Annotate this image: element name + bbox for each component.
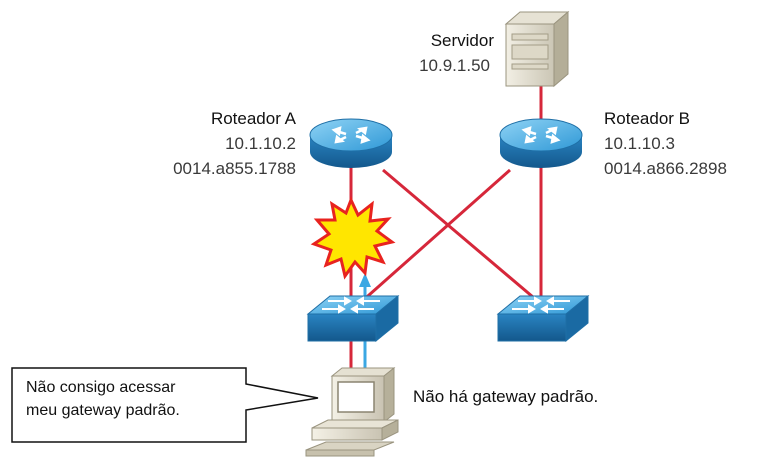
server-ip-label: 10.9.1.50	[419, 56, 490, 75]
links	[349, 82, 543, 378]
switch-b-icon	[496, 294, 590, 343]
router-b-icon	[499, 118, 583, 168]
speech-bubble-line-1: Não consigo acessar	[26, 379, 176, 396]
server-name-label: Servidor	[430, 31, 494, 50]
link-router-a-switch-b	[382, 168, 541, 305]
switch-a-icon	[306, 294, 400, 343]
speech-bubble-text: Não consigo acessar meu gateway padrão.	[26, 376, 236, 422]
router-b-mac-label: 0014.a866.2898	[604, 159, 727, 178]
pc-icon	[305, 366, 399, 457]
router-a-mac-label: 0014.a855.1788	[173, 159, 296, 178]
router-a-name-label: Roteador A	[210, 109, 296, 128]
speech-bubble-line-2: meu gateway padrão.	[26, 402, 180, 419]
router-a-icon	[309, 118, 393, 168]
router-b-name-label: Roteador B	[604, 109, 690, 128]
router-b-ip-label: 10.1.10.3	[604, 134, 675, 153]
pc-note-label: Não há gateway padrão.	[413, 387, 599, 406]
server-icon	[504, 10, 570, 88]
link-router-b-switch-a	[359, 168, 511, 305]
router-a-ip-label: 10.1.10.2	[225, 134, 296, 153]
failure-burst-icon	[310, 196, 396, 280]
speech-bubble	[11, 367, 319, 443]
